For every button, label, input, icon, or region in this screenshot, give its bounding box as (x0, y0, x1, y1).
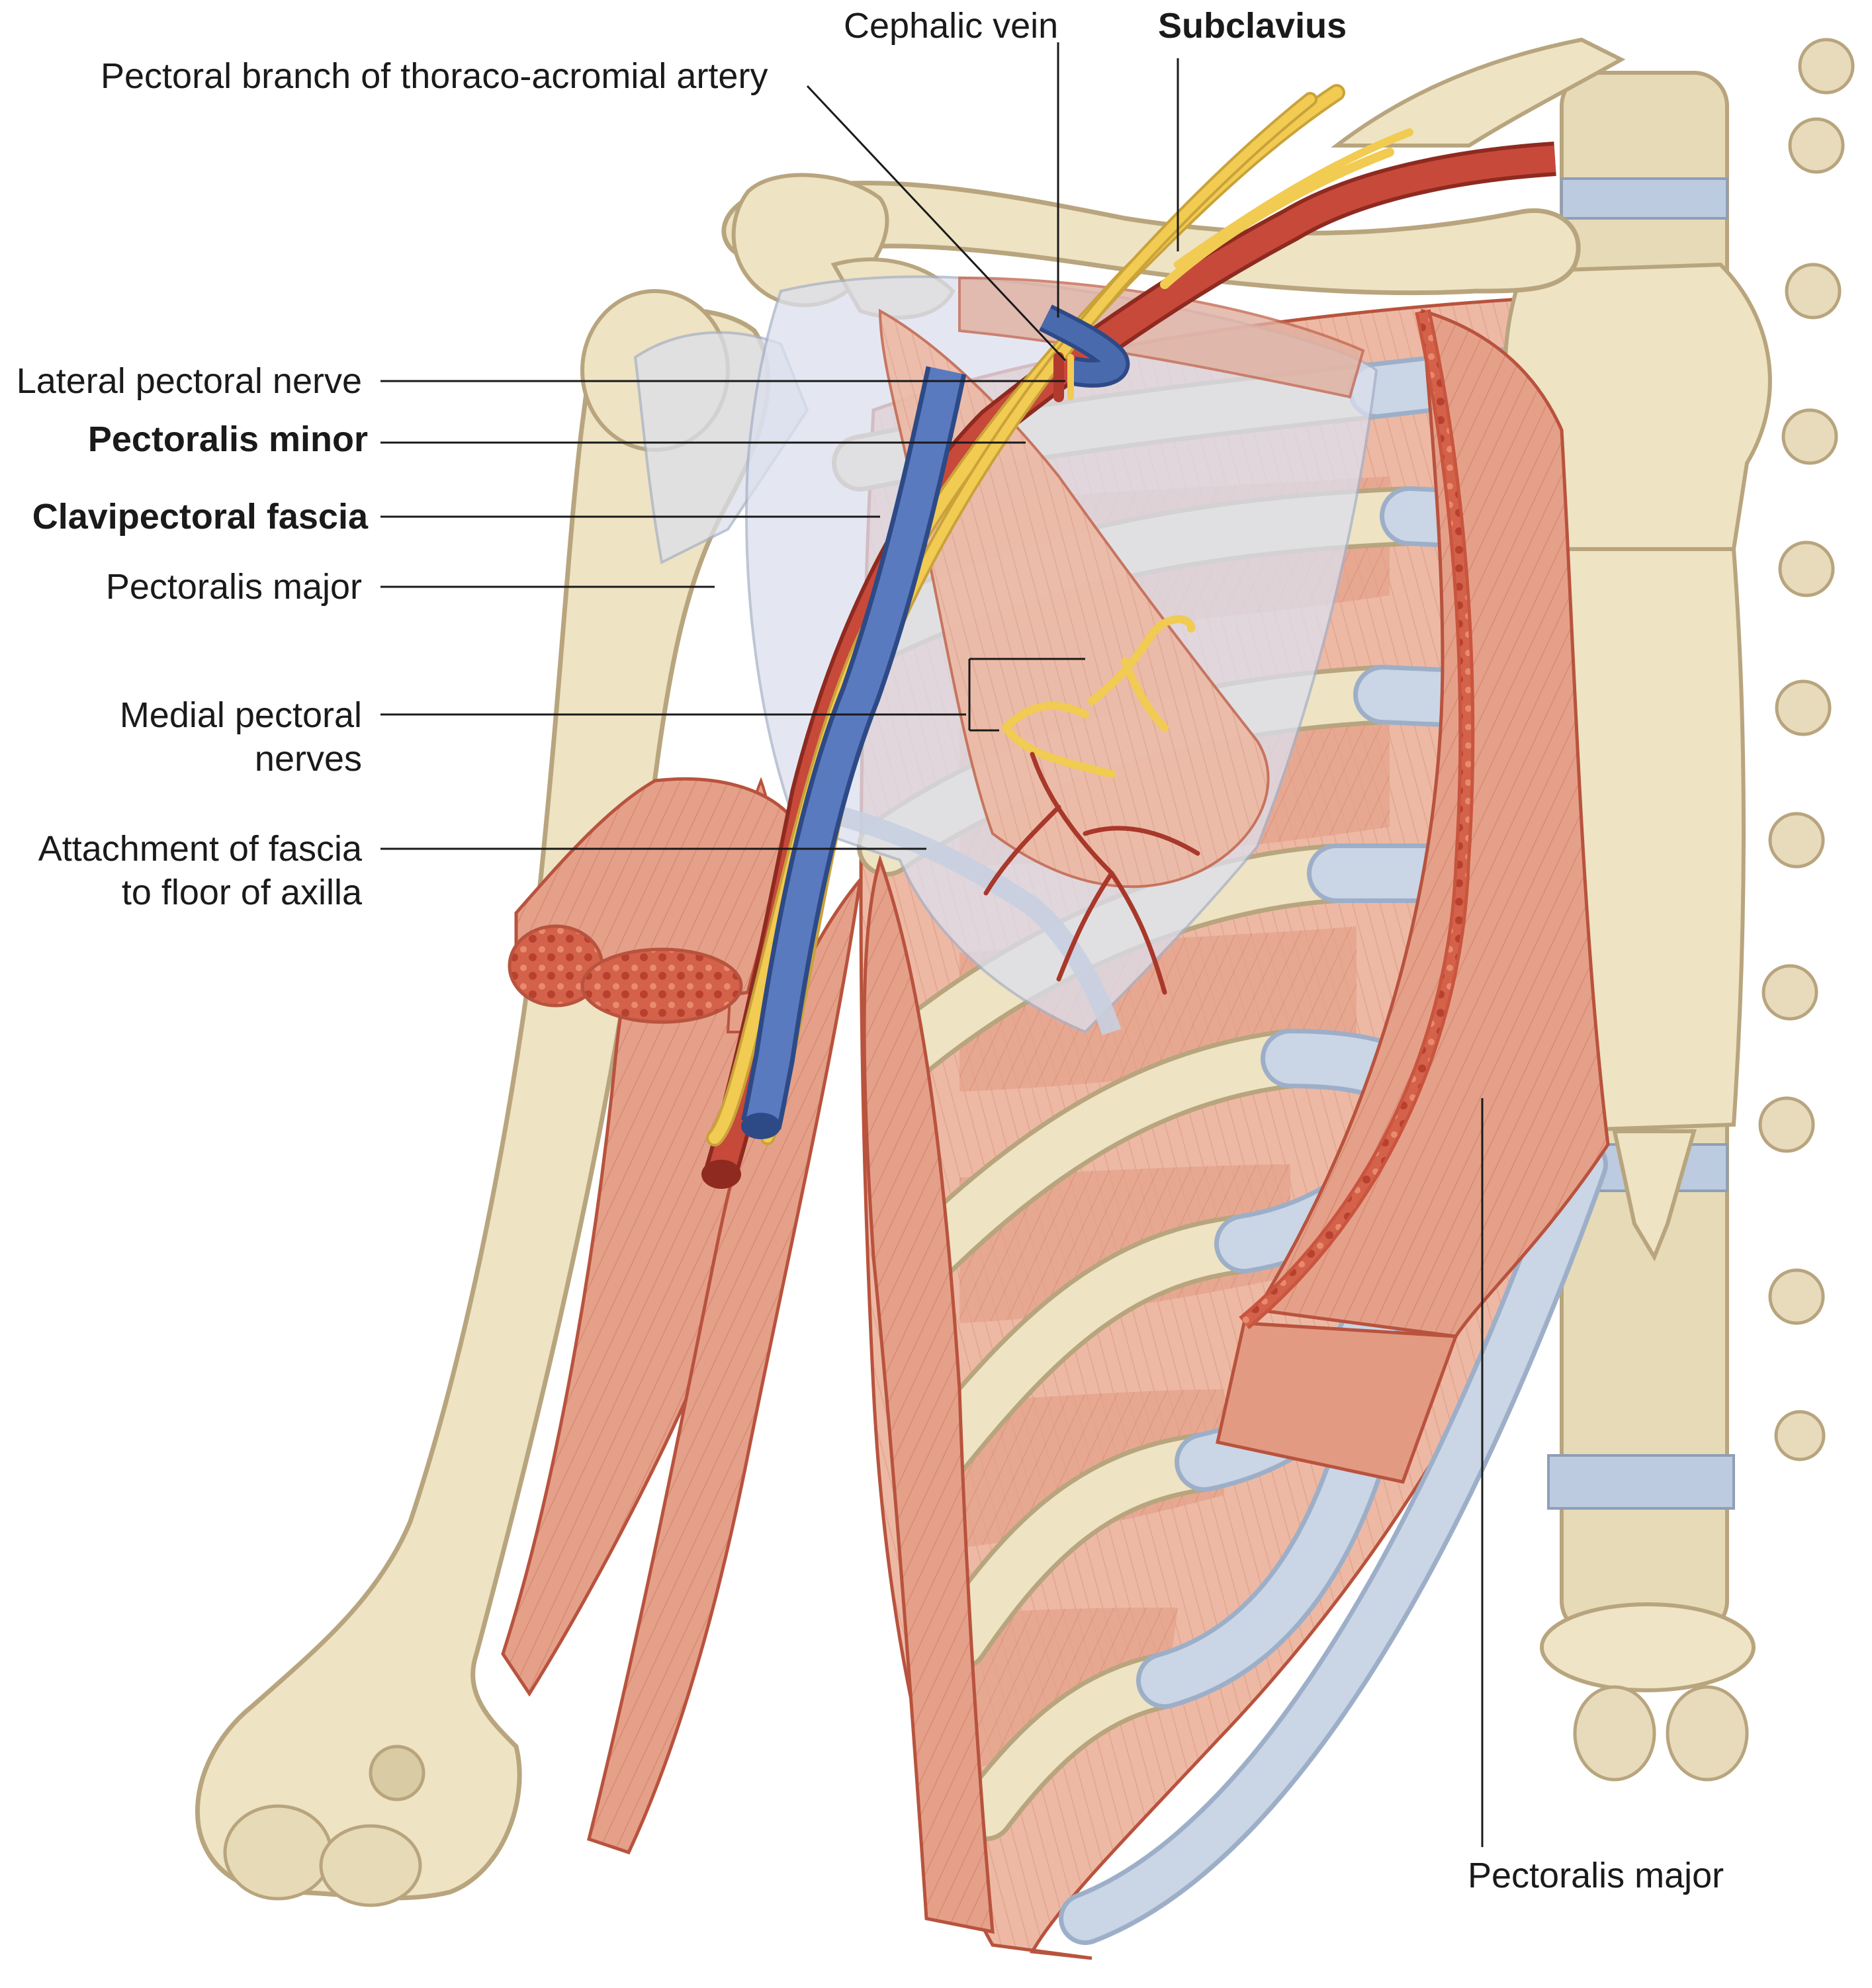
medial-epicondyle (369, 1745, 425, 1801)
transverse-process (1768, 812, 1825, 869)
lateral-thoracic-branch (1056, 871, 1114, 982)
transverse-process (1761, 964, 1818, 1021)
transverse-process (1788, 117, 1845, 174)
pectoralis-major-abdominal-slip (1216, 1321, 1458, 1484)
intervertebral-disc (1547, 1454, 1735, 1510)
transverse-process (1781, 408, 1838, 465)
nerve-trunk (1174, 128, 1413, 269)
transverse-process (1774, 1410, 1826, 1461)
medial-pectoral-nerve-branch (1002, 701, 1089, 732)
medial-pectoral-nerve-branch (1121, 658, 1169, 732)
costal-cartilage (1141, 1418, 1387, 1704)
rib (895, 1033, 1315, 1289)
label-pectoralis-major-left: Pectoralis major (105, 567, 362, 607)
manubrium (1503, 262, 1772, 551)
transverse-process (1778, 540, 1835, 597)
label-attachment-line1: Attachment of fascia (38, 829, 362, 869)
transverse-process (1775, 679, 1832, 736)
transverse-process (1758, 1096, 1815, 1153)
serratus-anterior (862, 854, 995, 1934)
intercostal-muscle (959, 1164, 1290, 1323)
label-medial-pectoral-line2: nerves (254, 739, 362, 779)
transverse-process (1785, 263, 1842, 320)
brachial-artery-cut-end (701, 1160, 741, 1189)
transverse-process (1798, 38, 1855, 95)
label-attachment-of-fascia: Attachment of fascia to floor of axilla (38, 827, 362, 914)
lateral-thoracic-branch (1083, 826, 1200, 856)
xiphoid-process (1612, 1129, 1697, 1262)
lateral-thoracic-branch (983, 804, 1061, 896)
leader-pectoral-branch (806, 85, 1067, 362)
axillary-vein (745, 367, 962, 1129)
costal-margin (1063, 1143, 1603, 1940)
label-pectoral-branch: Pectoral branch of thoraco-acromial arte… (101, 56, 768, 96)
transverse-processes (1758, 38, 1855, 1461)
label-subclavius: Subclavius (1158, 6, 1347, 46)
vertebral-body-cut (1540, 1602, 1756, 1692)
trochlea (223, 1804, 333, 1901)
axillary-floor-fascia (799, 797, 1122, 1035)
axillary-vein-cut-end (741, 1113, 781, 1139)
pectoralis-major-sternal-cut (1254, 308, 1610, 1338)
medial-pectoral-nerve-branch (1002, 724, 1116, 778)
spinous-process (1666, 1685, 1749, 1782)
medial-pectoral-nerve-branch (1088, 615, 1195, 705)
leader-medial-pectoral-nerves (380, 658, 1085, 732)
lateral-thoracic-arteries (983, 752, 1200, 995)
label-attachment-line2: to floor of axilla (121, 873, 362, 912)
cephalic-vein-vessel (1040, 308, 1126, 384)
rib (934, 1437, 1229, 1666)
spinous-process (1573, 1685, 1656, 1782)
medial-pectoral-nerve-branches (1002, 615, 1195, 778)
label-lateral-pectoral-nerve: Lateral pectoral nerve (16, 361, 362, 401)
pectoralis-major-cut-end (580, 947, 743, 1024)
intervertebral-disc (1560, 177, 1728, 220)
label-clavipectoral-fascia: Clavipectoral fascia (32, 497, 368, 537)
label-cephalic-vein: Cephalic vein (844, 6, 1059, 46)
first-rib-top (1331, 37, 1626, 148)
label-medial-pectoral-line1: Medial pectoral (119, 695, 362, 735)
label-pectoralis-minor: Pectoralis minor (87, 419, 368, 459)
transverse-process (1768, 1268, 1825, 1325)
pectoralis-major-cut-border (1241, 310, 1472, 1327)
label-medial-pectoral-nerves: Medial pectoral nerves (120, 693, 362, 781)
rib (914, 1219, 1269, 1481)
nerve-trunk (1160, 148, 1394, 289)
capitulum (319, 1824, 422, 1907)
leader-lines (380, 42, 1484, 1847)
label-pectoralis-major-right: Pectoralis major (1468, 1856, 1724, 1895)
